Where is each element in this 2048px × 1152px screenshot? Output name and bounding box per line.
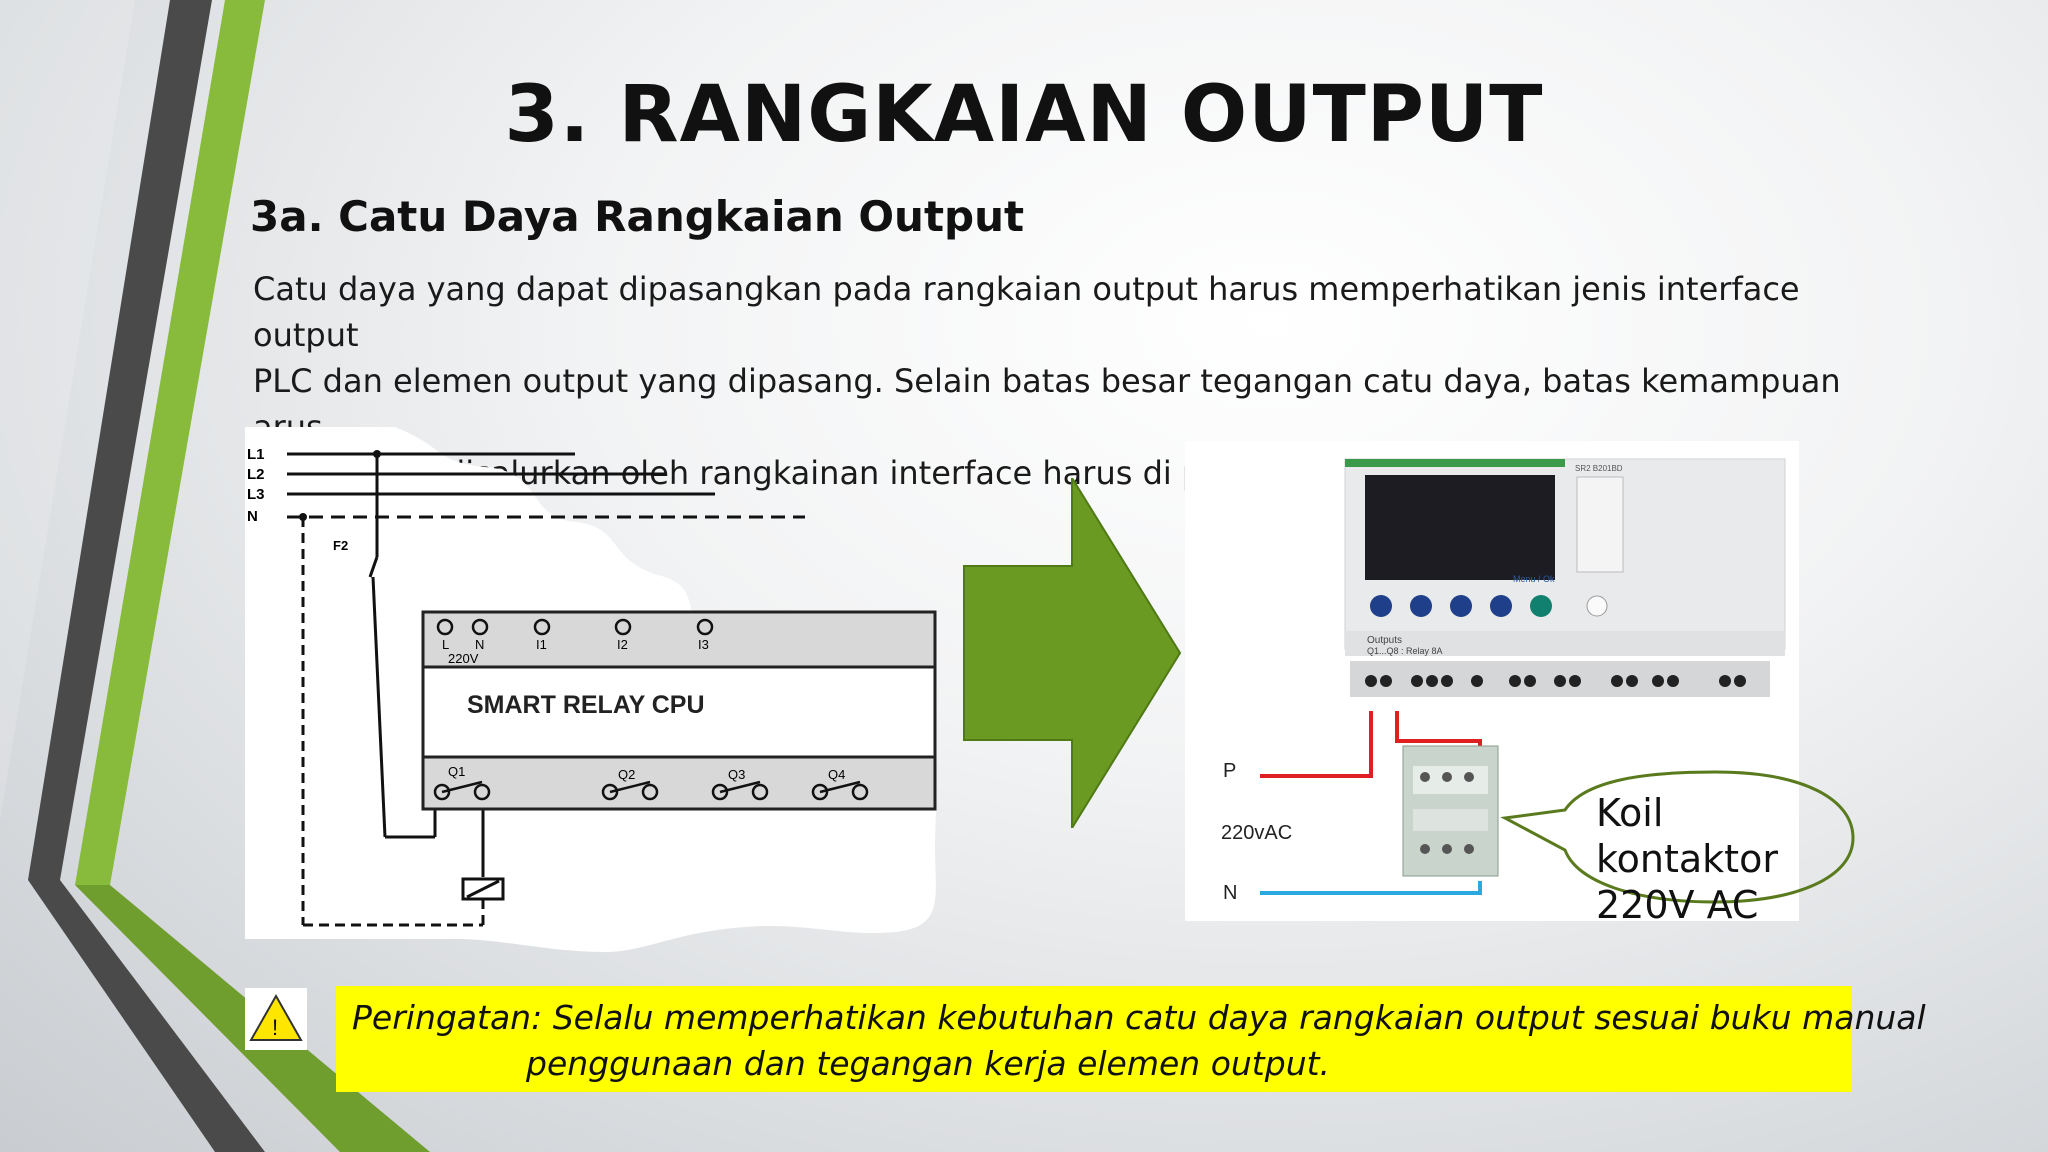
warning-box: Peringatan: Selalu memperhatikan kebutuh… [336, 986, 1926, 1092]
model-label: SR2 B201BD [1575, 464, 1623, 473]
wiring-diagram: L1 L2 L3 N F2 L N I1 I2 I3 220V SMART RE… [245, 427, 937, 952]
arrow-right-icon [963, 478, 1182, 828]
callout-line: Koil [1596, 791, 1664, 835]
label-n: N [1223, 882, 1237, 904]
label-p: P [1223, 760, 1236, 782]
output-q4: Q4 [828, 767, 845, 782]
callout-line: kontaktor [1596, 837, 1778, 881]
callout-bubble [1500, 770, 1855, 904]
output-q3: Q3 [728, 767, 745, 782]
svg-text:!: ! [272, 1015, 278, 1040]
outputs-label: Outputs [1367, 635, 1402, 646]
callout-line: 220V AC [1596, 883, 1759, 927]
line-label-l1: L1 [247, 446, 265, 463]
output-q1: Q1 [448, 764, 465, 779]
module-label: SMART RELAY CPU [467, 691, 705, 719]
terminal-i3: I3 [698, 637, 709, 652]
body-line: Catu daya yang dapat dipasangkan pada ra… [253, 270, 1800, 354]
line-label-l3: L3 [247, 486, 265, 503]
line-label-l2: L2 [247, 466, 265, 483]
warning-icon: ! [249, 993, 303, 1041]
label-220vac: 220vAC [1221, 822, 1292, 844]
output-q2: Q2 [618, 767, 635, 782]
slide-subtitle: 3a. Catu Daya Rangkaian Output [250, 192, 1025, 241]
warning-text-line2: penggunaan dan tegangan kerja elemen out… [526, 1044, 1331, 1083]
menu-label: Menu / Ok [1513, 574, 1555, 584]
relay-photo: SR2 B201BD Menu / Ok Outputs Q1...Q8 : R… [1185, 441, 1799, 921]
fuse-label: F2 [333, 538, 348, 553]
warning-text-line1: Peringatan: Selalu memperhatikan kebutuh… [352, 998, 1926, 1037]
terminal-n: N [475, 637, 484, 652]
terminal-i2: I2 [617, 637, 628, 652]
warning-icon-box: ! [245, 988, 307, 1050]
line-label-n: N [247, 508, 258, 525]
slide-title: 3. RANGKAIAN OUTPUT [504, 70, 1544, 160]
callout-text: Koil kontaktor 220V AC [1596, 790, 1778, 928]
body-line: PLC dan elemen output yang dipasang. Sel… [253, 362, 1841, 446]
terminal-l: L [442, 637, 449, 652]
terminal-i1: I1 [536, 637, 547, 652]
outputs-sub-label: Q1...Q8 : Relay 8A [1367, 646, 1443, 656]
voltage-label: 220V [448, 651, 479, 666]
